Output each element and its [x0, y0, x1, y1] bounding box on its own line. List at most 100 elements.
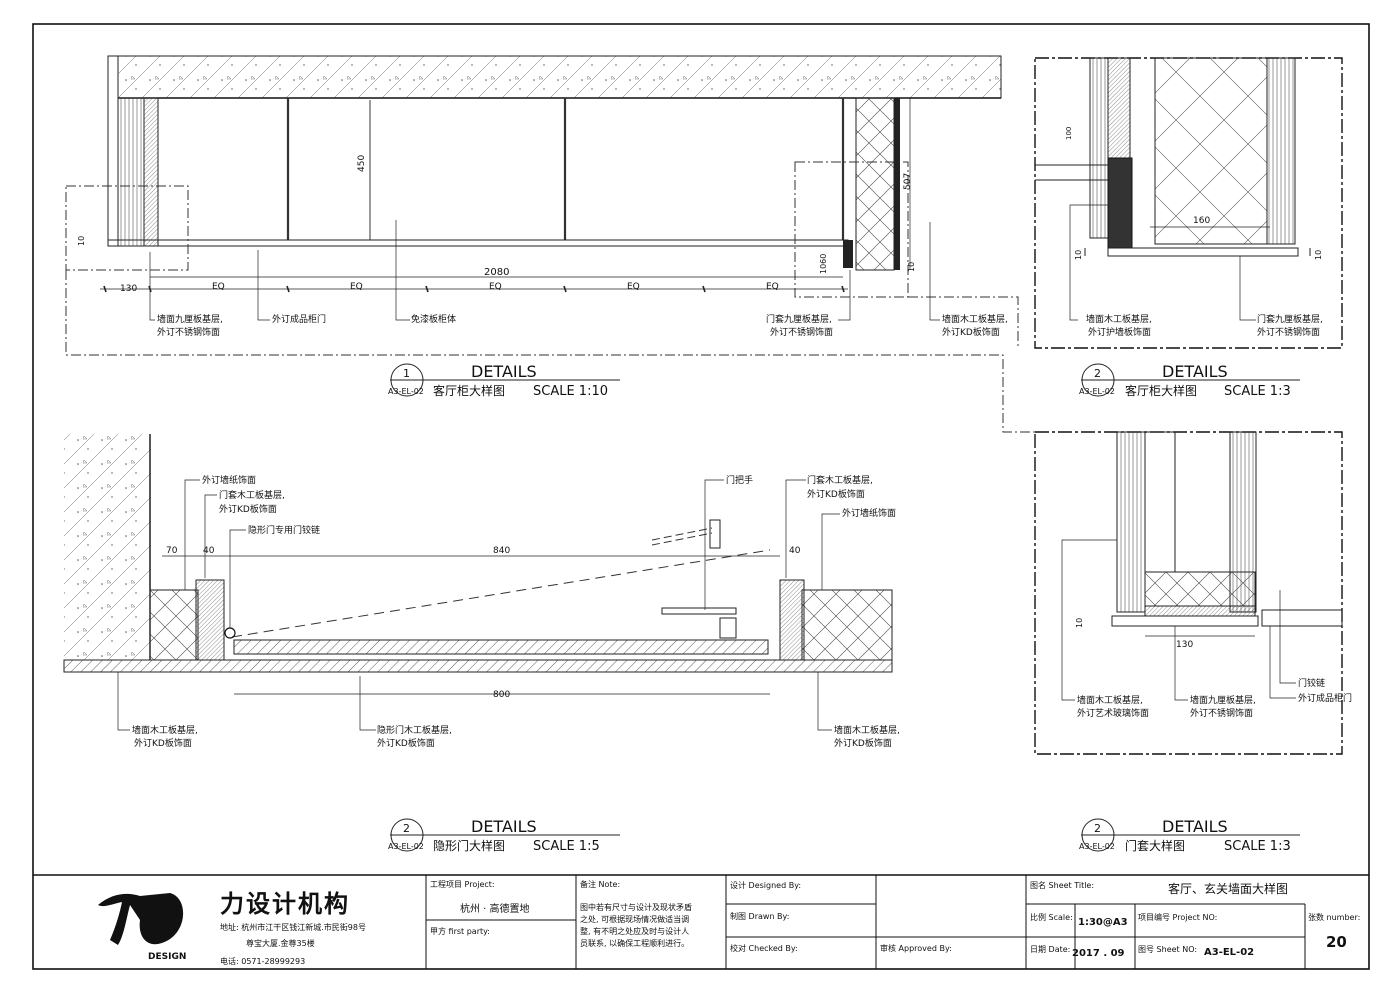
d2b-note-2b: 外订KD板饰面: [219, 503, 277, 515]
svg-text:2: 2: [1094, 367, 1101, 380]
d1-dim-507: 507: [903, 173, 913, 190]
scale-value: 1:30@A3: [1078, 917, 1128, 928]
d2b-dim-40a: 40: [203, 546, 215, 556]
d2a-note-2a: 门套九厘板基层,: [1257, 313, 1323, 325]
svg-text:客厅柜大样图: 客厅柜大样图: [1125, 383, 1197, 398]
d2c-note-2a: 墙面九厘板基层,: [1190, 694, 1256, 706]
detail2a-title: 2 A3-EL-02 DETAILS 客厅柜大样图 SCALE 1:3: [1079, 362, 1300, 399]
d2b-note-7b: 外订KD板饰面: [134, 737, 192, 749]
d2b-note-9b: 外订KD板饰面: [834, 737, 892, 749]
d2c-dim-130: 130: [1176, 640, 1193, 650]
d2c-note-1a: 墙面木工板基层,: [1077, 694, 1143, 706]
d2c-dim-10: 10: [1075, 618, 1084, 628]
d1-dim-eq5: EQ: [766, 282, 779, 292]
d2a-dim-10b: 10: [1314, 250, 1323, 260]
d2c-note-1b: 外订艺术玻璃饰面: [1077, 707, 1149, 719]
sheet-count-value: 20: [1326, 933, 1347, 951]
d2c-note-3: 门铰链: [1298, 677, 1325, 689]
d1-dim-eq4: EQ: [627, 282, 640, 292]
svg-text:客厅柜大样图: 客厅柜大样图: [433, 383, 505, 398]
d2a-dim-10a: 10: [1074, 250, 1083, 260]
svg-text:DETAILS: DETAILS: [1162, 817, 1228, 836]
svg-text:门套大样图: 门套大样图: [1125, 838, 1185, 853]
svg-text:DETAILS: DETAILS: [471, 817, 537, 836]
drawn-label: 制图 Drawn By:: [730, 912, 790, 921]
d1-dim-10a: 10: [77, 236, 86, 246]
notes-text4: 员联系, 以确保工程顺利进行。: [580, 939, 690, 948]
svg-text:SCALE 1:5: SCALE 1:5: [533, 839, 600, 854]
d1-dim-1060: 1060: [819, 254, 828, 274]
sheet-no-value: A3-EL-02: [1204, 947, 1255, 958]
svg-text:SCALE 1:10: SCALE 1:10: [533, 384, 608, 399]
d2c-note-2b: 外订不锈钢饰面: [1190, 707, 1253, 719]
detail1-drawing: [65, 55, 1035, 433]
d1-dim-eq2: EQ: [350, 282, 363, 292]
designed-label: 设计 Designed By:: [730, 881, 802, 890]
phone: 电话: 0571-28999293: [220, 957, 306, 966]
sheet-border: [32, 23, 1370, 970]
approved-label: 审核 Approved By:: [880, 944, 952, 953]
detail2a-drawing: [1034, 57, 1343, 349]
detail2b-drawing: [63, 434, 893, 731]
detail1-title: 1 A3-EL-02 DETAILS 客厅柜大样图 SCALE 1:10: [388, 362, 620, 399]
project-value: 杭州 · 高德置地: [460, 904, 530, 915]
d2a-dim-160: 160: [1193, 216, 1210, 226]
notes-label: 备注 Note:: [580, 880, 621, 889]
address-line2: 尊宝大厦.金尊35楼: [246, 939, 315, 948]
sheet-title-label: 图名 Sheet Title:: [1030, 881, 1095, 890]
d1-note-4a: 门套九厘板基层,: [766, 313, 832, 325]
detail2c-title: 2 A3-EL-02 DETAILS 门套大样图 SCALE 1:3: [1079, 817, 1300, 854]
project-label: 工程项目 Project:: [430, 880, 495, 889]
title-block: [33, 874, 1369, 969]
d2a-note-2b: 外订不锈钢饰面: [1257, 326, 1320, 338]
scale-label: 比例 Scale:: [1030, 913, 1073, 922]
svg-text:DETAILS: DETAILS: [1162, 362, 1228, 381]
d1-note-1a: 墙面九厘板基层,: [157, 313, 223, 325]
d2b-note-8a: 隐形门木工板基层,: [377, 724, 452, 736]
notes-text1: 图中若有尺寸与设计及现状矛盾: [580, 903, 692, 912]
d2b-note-6: 外订墙纸饰面: [842, 507, 896, 519]
d1-note-1b: 外订不锈钢饰面: [157, 326, 220, 338]
svg-text:1: 1: [403, 367, 410, 380]
d2b-dim-800: 800: [493, 690, 510, 700]
svg-text:DETAILS: DETAILS: [471, 362, 537, 381]
d2c-note-4: 外订成品柜门: [1298, 692, 1352, 704]
d2b-dim-70: 70: [166, 546, 178, 556]
address-line1: 地址: 杭州市江干区钱江新城.市民街98号: [220, 923, 366, 932]
d1-note-5b: 外订KD板饰面: [942, 326, 1000, 338]
notes-text2: 之处, 可根据现场情况做适当调: [580, 915, 690, 924]
date-value: 2017 . 09: [1072, 948, 1125, 959]
d2b-note-1: 外订墙纸饰面: [202, 474, 256, 486]
project-no-label: 项目编号 Project NO:: [1138, 913, 1218, 922]
svg-text:A3-EL-02: A3-EL-02: [1079, 387, 1115, 396]
d1-note-2: 外订成品柜门: [272, 313, 326, 325]
d2b-note-3: 隐形门专用门铰链: [248, 524, 320, 536]
sheet-count-label: 张数 number:: [1308, 913, 1361, 922]
sheet-title-value: 客厅、玄关墙面大样图: [1168, 882, 1289, 896]
party-label: 甲方 first party:: [430, 927, 490, 936]
d2b-dim-40b: 40: [789, 546, 801, 556]
svg-text:2: 2: [403, 822, 410, 835]
d2b-note-5a: 门套木工板基层,: [807, 474, 873, 486]
d2b-note-5b: 外订KD板饰面: [807, 488, 865, 500]
d2b-note-7a: 墙面木工板基层,: [132, 724, 198, 736]
logo-text: DESIGN: [148, 952, 187, 962]
company-name: 力设计机构: [220, 890, 350, 918]
svg-text:A3-EL-02: A3-EL-02: [388, 842, 424, 851]
detail2c-drawing: [1034, 431, 1343, 755]
d1-dim-2080: 2080: [484, 267, 509, 278]
d1-dim-eq3: EQ: [489, 282, 502, 292]
date-label: 日期 Date:: [1030, 945, 1071, 954]
d2b-note-4: 门把手: [726, 474, 753, 486]
d2b-note-2a: 门套木工板基层,: [219, 489, 285, 501]
d1-note-3: 免漆板柜体: [411, 313, 456, 325]
notes-text3: 整, 有不明之处应及时与设计人: [580, 927, 690, 936]
d1-dim-130: 130: [120, 284, 137, 294]
svg-text:隐形门大样图: 隐形门大样图: [433, 838, 505, 853]
d2b-dim-840: 840: [493, 546, 510, 556]
svg-text:SCALE 1:3: SCALE 1:3: [1224, 839, 1291, 854]
d1-note-5a: 墙面木工板基层,: [942, 313, 1008, 325]
svg-text:SCALE 1:3: SCALE 1:3: [1224, 384, 1291, 399]
